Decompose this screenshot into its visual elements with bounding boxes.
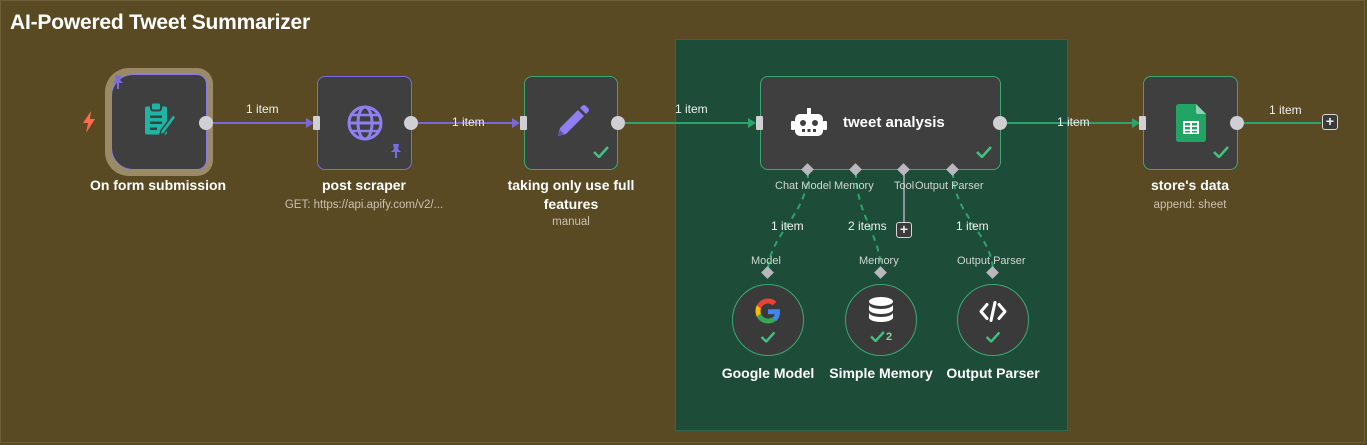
simple-memory-port-label: Memory — [859, 255, 899, 267]
pin-icon — [390, 144, 402, 163]
trigger-node[interactable] — [111, 74, 207, 170]
edge-label-parser: 1 item — [956, 219, 989, 233]
form-icon — [141, 101, 177, 144]
google-sheets-icon — [1175, 104, 1206, 142]
pin-icon — [112, 75, 206, 94]
simple-memory-label: Simple Memory — [829, 365, 933, 381]
edit-fields-output-handle[interactable] — [611, 116, 625, 130]
edge-label-5: 1 item — [1269, 103, 1302, 117]
edge-memory — [855, 171, 882, 273]
port-chat-model-label: Chat Model — [775, 180, 832, 192]
edit-fields-node[interactable] — [524, 76, 618, 170]
port-output-parser-label: Output Parser — [915, 180, 984, 192]
add-node-button[interactable]: + — [1322, 114, 1338, 130]
google-model-port-label: Model — [751, 255, 781, 267]
edge-arrow-1 — [306, 118, 314, 128]
google-model-node[interactable] — [732, 284, 804, 356]
edit-fields-sublabel: manual — [552, 216, 590, 228]
success-check-icon: 2 — [870, 331, 892, 343]
sheets-node[interactable] — [1143, 76, 1238, 170]
edge-label-4: 1 item — [1057, 115, 1090, 129]
trigger-bolt-icon — [82, 111, 96, 138]
output-parser-label: Output Parser — [946, 365, 1040, 381]
robot-icon — [791, 108, 827, 145]
sheets-input-handle[interactable] — [1139, 116, 1146, 130]
edge-label-2: 1 item — [452, 115, 485, 129]
success-check-icon — [593, 145, 609, 163]
run-count-badge: 2 — [885, 330, 893, 343]
globe-icon — [346, 104, 384, 142]
edit-fields-label-line1: taking only use full — [507, 177, 635, 193]
post-scraper-label: post scraper — [321, 177, 407, 193]
port-tool-label: Tool — [894, 180, 915, 192]
success-check-icon — [976, 145, 992, 163]
output-parser-node[interactable] — [957, 284, 1029, 356]
google-model-label: Google Model — [721, 365, 815, 381]
edge-model — [767, 171, 809, 273]
edge-label-1: 1 item — [246, 102, 279, 116]
sheets-output-handle[interactable] — [1230, 116, 1244, 130]
post-scraper-sublabel: GET: https://api.apify.com/v2/... — [284, 199, 444, 211]
pencil-icon — [552, 104, 590, 142]
output-parser-port-label: Output Parser — [957, 255, 1026, 267]
edge-parser — [952, 171, 994, 273]
success-check-icon — [760, 331, 776, 343]
workflow-title: AI-Powered Tweet Summarizer — [10, 11, 310, 34]
success-check-icon — [1213, 145, 1229, 163]
edge-label-3: 1 item — [675, 102, 708, 116]
code-icon — [978, 300, 1008, 329]
agent-node[interactable]: tweet analysis — [760, 76, 1001, 170]
trigger-label: On form submission — [89, 177, 227, 193]
sheets-label: store's data — [1150, 177, 1230, 193]
trigger-output-handle[interactable] — [199, 116, 213, 130]
sheets-sublabel: append: sheet — [1153, 199, 1227, 211]
database-icon — [868, 297, 894, 332]
edge-label-memory: 2 items — [848, 219, 887, 233]
simple-memory-node[interactable]: 2 — [845, 284, 917, 356]
edit-fields-input-handle[interactable] — [520, 116, 527, 130]
agent-output-handle[interactable] — [993, 116, 1007, 130]
edge-label-model: 1 item — [771, 219, 804, 233]
post-scraper-output-handle[interactable] — [404, 116, 418, 130]
google-icon — [754, 298, 782, 331]
edge-arrow-4 — [1132, 118, 1140, 128]
edge-arrow-3 — [748, 118, 756, 128]
post-scraper-node[interactable] — [317, 76, 412, 170]
agent-label: tweet analysis — [843, 114, 945, 131]
post-scraper-input-handle[interactable] — [313, 116, 320, 130]
edit-fields-label-line2: features — [543, 196, 599, 212]
success-check-icon — [985, 331, 1001, 343]
port-memory-label: Memory — [834, 180, 874, 192]
add-tool-button[interactable]: + — [896, 222, 912, 238]
agent-input-handle[interactable] — [756, 116, 763, 130]
edge-arrow-2 — [512, 118, 520, 128]
